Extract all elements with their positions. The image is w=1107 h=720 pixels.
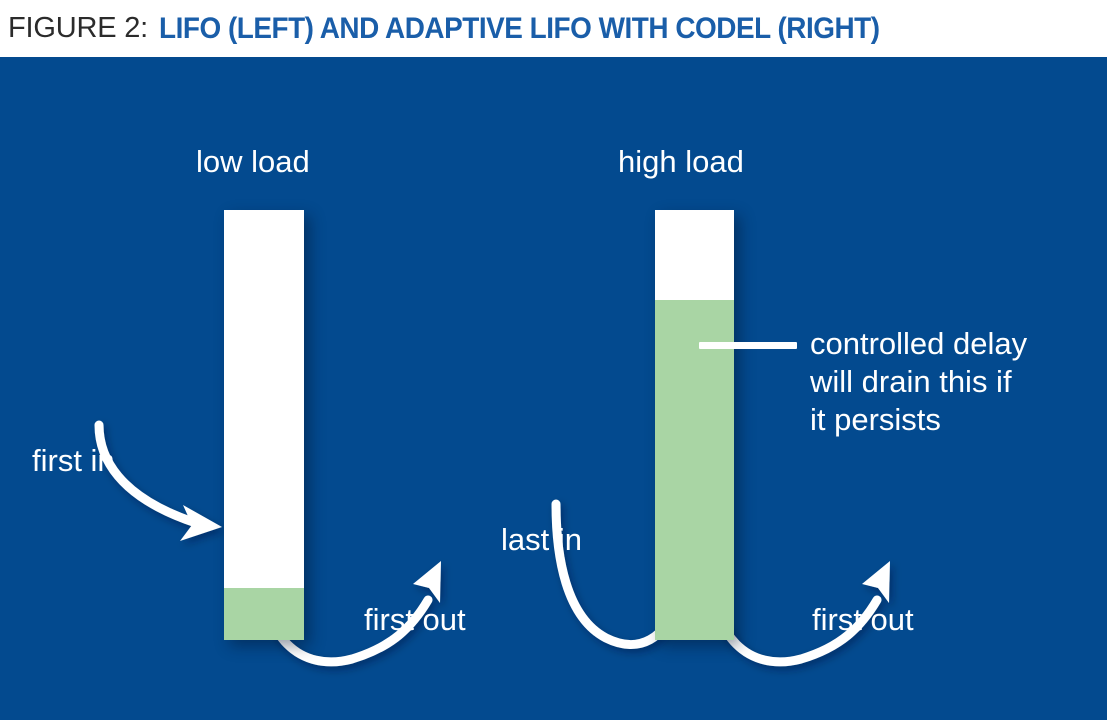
first-out-left-label: first out [364,602,466,637]
high-load-heading: high load [618,144,744,179]
figure-number-label: FIGURE 2: [8,12,148,44]
figure-title-bar: FIGURE 2: LIFO (LEFT) AND ADAPTIVE LIFO … [0,0,1107,57]
low-load-heading: low load [196,144,310,179]
low-load-queue-fill [224,588,304,640]
low-load-queue-bar [224,210,304,640]
controlled-delay-callout: controlled delay will drain this if it p… [810,325,1100,438]
last-in-label: last in [501,522,582,557]
high-load-queue-bar [655,210,734,640]
first-in-label: first in [32,443,115,478]
first-out-right-label: first out [812,602,914,637]
diagram-panel: low load high load first in first out la… [0,57,1107,720]
callout-line-3: it persists [810,401,941,437]
leader-line-icon [699,342,797,349]
first-in-arrow-icon [94,420,222,541]
callout-line-2: will drain this if [810,363,1012,399]
high-load-queue-fill [655,300,734,640]
figure-title-text: LIFO (LEFT) AND ADAPTIVE LIFO WITH CODEL… [159,11,880,45]
callout-line-1: controlled delay [810,326,1028,361]
